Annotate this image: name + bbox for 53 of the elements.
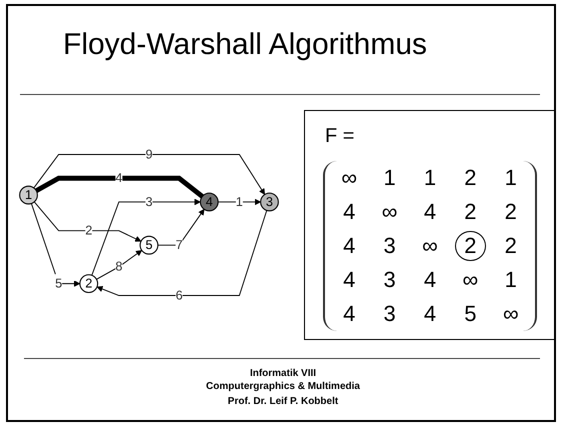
arrow [91, 198, 201, 276]
matrix-value: ∞ [380, 199, 398, 225]
matrix-value: 4 [422, 267, 438, 293]
matrix-value: ∞ [421, 233, 439, 259]
matrix-value: 3 [382, 301, 397, 327]
arrow [34, 201, 142, 242]
matrix-value: 1 [504, 165, 518, 191]
matrix-value: 1 [504, 267, 518, 293]
matrix-value: 2 [504, 233, 518, 259]
matrix-value: 3 [382, 233, 397, 259]
matrix-value: 4 [342, 267, 356, 293]
matrix-value: 2 [463, 165, 478, 191]
edge-label: 2 [85, 223, 92, 238]
node-circle: 3 [260, 192, 279, 212]
arrow [30, 203, 80, 287]
matrix-value: 3 [382, 267, 397, 293]
matrix-value: 4 [342, 199, 356, 225]
matrix-value: 1 [382, 165, 397, 191]
edge-label: 9 [145, 147, 153, 162]
matrix-value: ∞ [462, 267, 480, 293]
matrix-value: 2 [463, 199, 478, 225]
slide-title: Floyd-Warshall Algorithmus [62, 28, 428, 62]
node-circle: 2 [79, 274, 98, 294]
footer-text: Computergraphics & Multimedia [205, 381, 361, 392]
node-circle: 5 [140, 236, 158, 255]
edge-label: 5 [55, 276, 62, 290]
matrix-value: 4 [342, 233, 356, 259]
edge-label: 6 [176, 288, 183, 302]
footer-text: Informatik VIII [248, 368, 318, 379]
arrow [33, 154, 265, 195]
matrix-value: ∞ [340, 165, 358, 191]
arrow [157, 208, 204, 246]
edge-label: 8 [115, 259, 122, 274]
matrix-value: 4 [422, 199, 438, 225]
edge-label: 3 [145, 194, 153, 209]
edge-label: 7 [176, 238, 183, 252]
footer-text: Prof. Dr. Leif P. Kobbelt [226, 396, 340, 407]
matrix-value: 5 [463, 301, 478, 327]
matrix-value: 1 [422, 165, 438, 191]
edge-label: 1 [236, 194, 243, 209]
connector [35, 176, 204, 198]
arrow [218, 198, 261, 206]
arrow [96, 250, 142, 280]
matrix-value: 2 [504, 199, 518, 225]
matrix-name: F = [325, 125, 354, 148]
matrix-value: 4 [422, 301, 438, 327]
node-circle: 4 [200, 192, 219, 212]
node-circle: 1 [19, 186, 38, 204]
matrix-value: 4 [342, 301, 356, 327]
edge-label: 4 [115, 170, 122, 185]
arrow [96, 210, 268, 296]
circled-matrix-value: 2 [455, 231, 486, 261]
matrix-value: ∞ [502, 301, 520, 327]
